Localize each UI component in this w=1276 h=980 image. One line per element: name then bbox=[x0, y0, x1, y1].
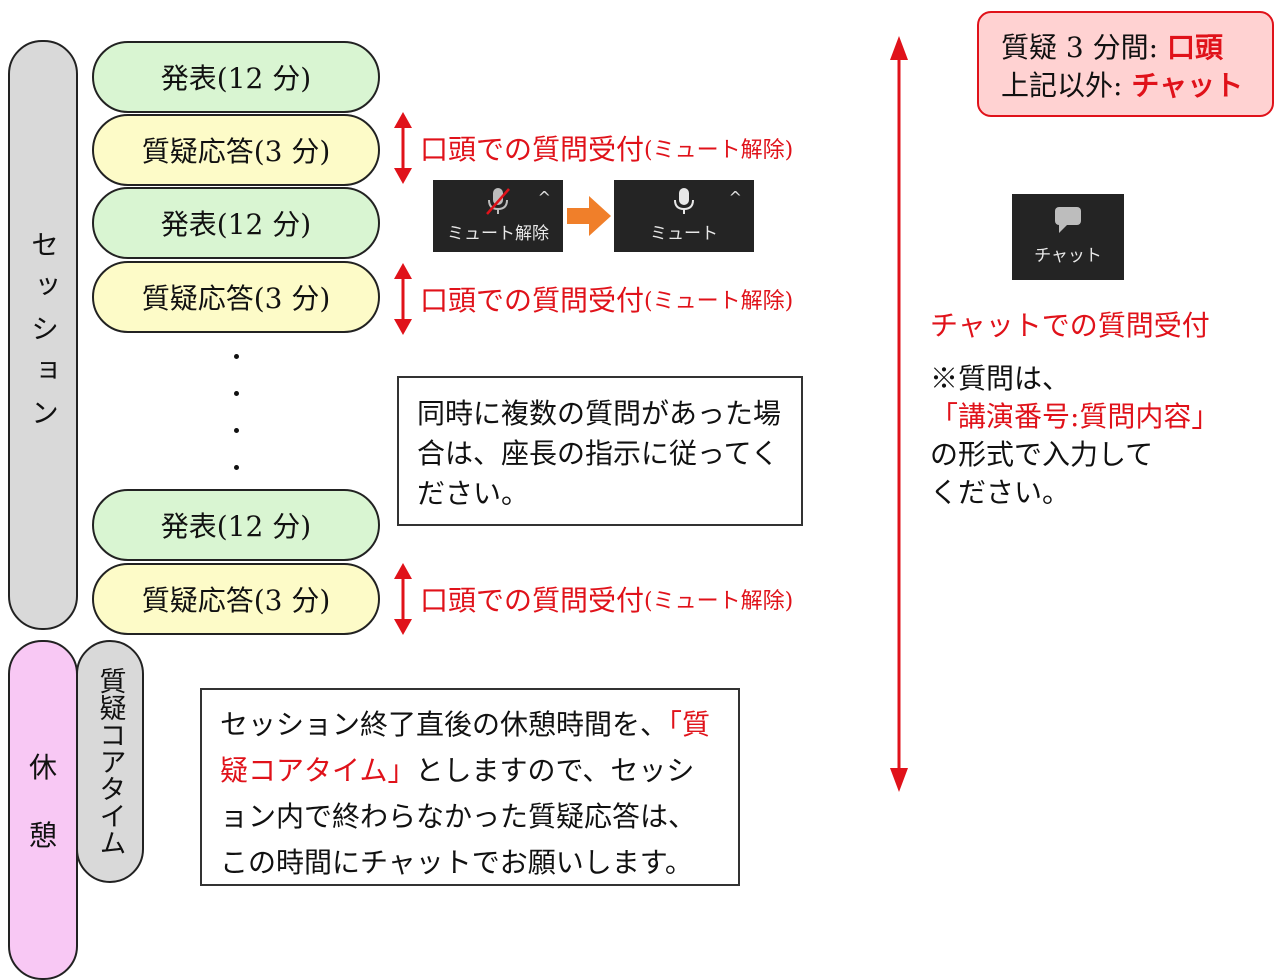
chevron-up-icon: ^ bbox=[728, 188, 742, 207]
slot-talk-1: 発表(12 分) bbox=[92, 41, 380, 113]
ellipsis-dot bbox=[234, 354, 239, 359]
verbal-question-text: 口頭での質問受付 bbox=[420, 584, 645, 617]
slot-talk-3: 発表(12 分) bbox=[92, 489, 380, 561]
timeline-double-arrow-icon bbox=[890, 36, 908, 792]
zoom-unmute-label: ミュート解除 bbox=[447, 224, 549, 244]
verbal-question-row-2: 口頭での質問受付 (ミュート解除) bbox=[392, 263, 793, 335]
zoom-unmute-button[interactable]: ミュート解除 ^ bbox=[433, 180, 563, 252]
legend-line-2-prefix: 上記以外: bbox=[1001, 69, 1123, 102]
break-label-2: 憩 bbox=[28, 819, 57, 852]
slot-qa-2: 質疑応答(3 分) bbox=[92, 261, 380, 333]
verbal-question-sub: (ミュート解除) bbox=[644, 289, 794, 314]
double-arrow-icon bbox=[394, 112, 412, 184]
ellipsis-dot bbox=[234, 465, 239, 470]
double-arrow-icon bbox=[394, 263, 412, 335]
core-time-note-part1: セッション終了直後の休憩時間を、 bbox=[220, 708, 669, 741]
chat-info-body: ※質問は、 「講演番号:質問内容」 の形式で入力して ください。 bbox=[930, 360, 1219, 512]
chat-info-line-4: ください。 bbox=[930, 476, 1071, 509]
chat-info-line-2: 「講演番号:質問内容」 bbox=[930, 400, 1220, 433]
break-bar: 休 憩 bbox=[8, 640, 78, 980]
slot-talk-2: 発表(12 分) bbox=[92, 187, 380, 259]
session-bar: セッション bbox=[8, 40, 78, 630]
slot-qa-1: 質疑応答(3 分) bbox=[92, 114, 380, 186]
verbal-question-text: 口頭での質問受付 bbox=[420, 284, 645, 317]
verbal-question-row-3: 口頭での質問受付 (ミュート解除) bbox=[392, 563, 793, 635]
verbal-question-row-1: 口頭での質問受付 (ミュート解除) bbox=[392, 112, 793, 184]
core-time-note-highlight: 「質疑コアタイム」 bbox=[220, 708, 711, 787]
chat-bubble-icon bbox=[1055, 207, 1081, 233]
zoom-chat-button[interactable]: チャット bbox=[1012, 194, 1124, 280]
session-label: セッション bbox=[27, 230, 60, 440]
ellipsis-dot bbox=[234, 428, 239, 433]
verbal-question-sub: (ミュート解除) bbox=[644, 589, 794, 614]
break-label-1: 休 bbox=[28, 751, 57, 784]
legend-box: 質疑 3 分間: 口頭 上記以外: チャット bbox=[977, 11, 1274, 117]
legend-line-1-prefix: 質疑 3 分間: bbox=[1001, 31, 1159, 64]
legend-line-1-value: 口頭 bbox=[1166, 31, 1223, 64]
microphone-muted-icon bbox=[486, 188, 510, 215]
chat-info-line-3: の形式で入力して bbox=[930, 438, 1154, 471]
multiple-questions-note: 同時に複数の質問があった場合は、座長の指示に従ってください。 bbox=[397, 376, 803, 526]
zoom-mute-label: ミュート bbox=[650, 224, 718, 244]
verbal-question-sub: (ミュート解除) bbox=[644, 138, 794, 163]
core-time-note: セッション終了直後の休憩時間を、「質疑コアタイム」としますので、セッション内で終… bbox=[200, 688, 740, 886]
zoom-chat-label: チャット bbox=[1034, 246, 1102, 266]
legend-line-2-value: チャット bbox=[1131, 69, 1244, 102]
ellipsis-dot bbox=[234, 391, 239, 396]
orange-arrow-icon bbox=[567, 196, 611, 236]
multiple-questions-text: 同時に複数の質問があった場合は、座長の指示に従ってください。 bbox=[417, 397, 782, 510]
core-time-label: 質疑コアタイム bbox=[94, 667, 126, 856]
chat-info-title: チャットでの質問受付 bbox=[930, 309, 1210, 342]
zoom-mute-button[interactable]: ミュート ^ bbox=[614, 180, 754, 252]
microphone-icon bbox=[674, 188, 694, 214]
legend-line-2: 上記以外: チャット bbox=[1001, 67, 1272, 105]
core-time-bar: 質疑コアタイム bbox=[76, 640, 144, 883]
core-time-note-part3: としますので、セッション内で終わらなかった質疑応答は、この時間にチャットでお願い… bbox=[220, 754, 697, 879]
chat-info-line-1: ※質問は、 bbox=[930, 362, 1071, 395]
verbal-question-text: 口頭での質問受付 bbox=[420, 133, 645, 166]
double-arrow-icon bbox=[394, 563, 412, 635]
legend-line-1: 質疑 3 分間: 口頭 bbox=[1001, 29, 1272, 67]
slot-qa-3: 質疑応答(3 分) bbox=[92, 563, 380, 635]
chevron-up-icon: ^ bbox=[537, 188, 551, 207]
